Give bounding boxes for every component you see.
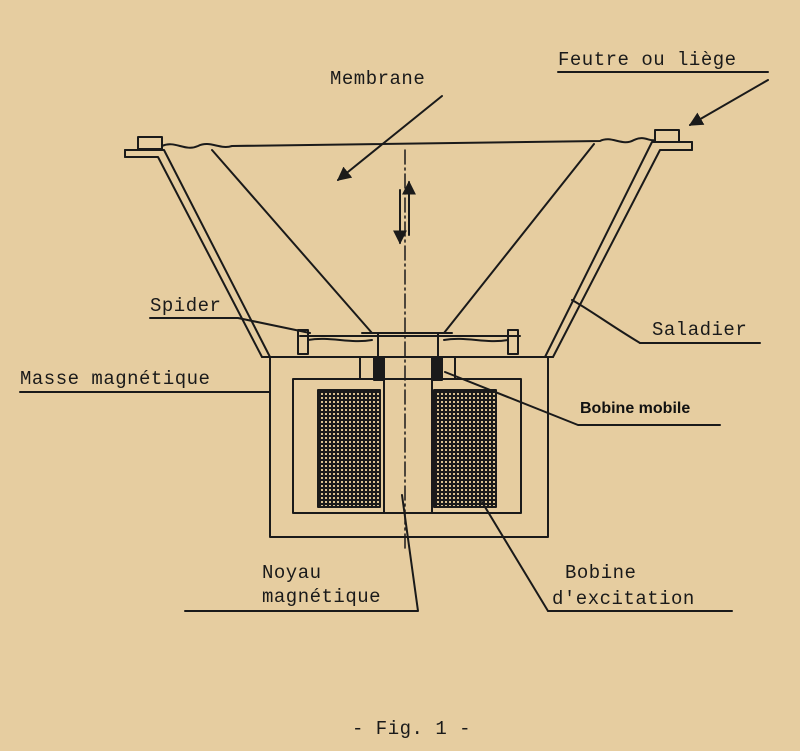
motion-arrows xyxy=(393,180,416,245)
magnetic-core xyxy=(383,356,433,514)
label-noyau: Noyau xyxy=(262,562,322,584)
label-bobine-mobile: Bobine mobile xyxy=(580,400,691,417)
label-bobine: Bobine xyxy=(565,562,637,584)
label-magnetique: magnétique xyxy=(262,586,382,608)
label-membrane: Membrane xyxy=(330,68,426,90)
figure-caption: - Fig. 1 - xyxy=(352,718,472,740)
spider-element xyxy=(297,329,519,355)
label-d-excitation: d'excitation xyxy=(552,588,695,610)
label-spider: Spider xyxy=(150,295,222,317)
magnetic-mass xyxy=(269,356,549,538)
voice-coil xyxy=(373,332,443,381)
field-coil xyxy=(317,389,497,508)
label-masse-magnetique: Masse magnétique xyxy=(20,368,211,390)
label-feutre-ou-liege: Feutre ou liège xyxy=(558,49,737,71)
label-saladier: Saladier xyxy=(652,319,748,341)
leader-lines xyxy=(19,71,769,612)
